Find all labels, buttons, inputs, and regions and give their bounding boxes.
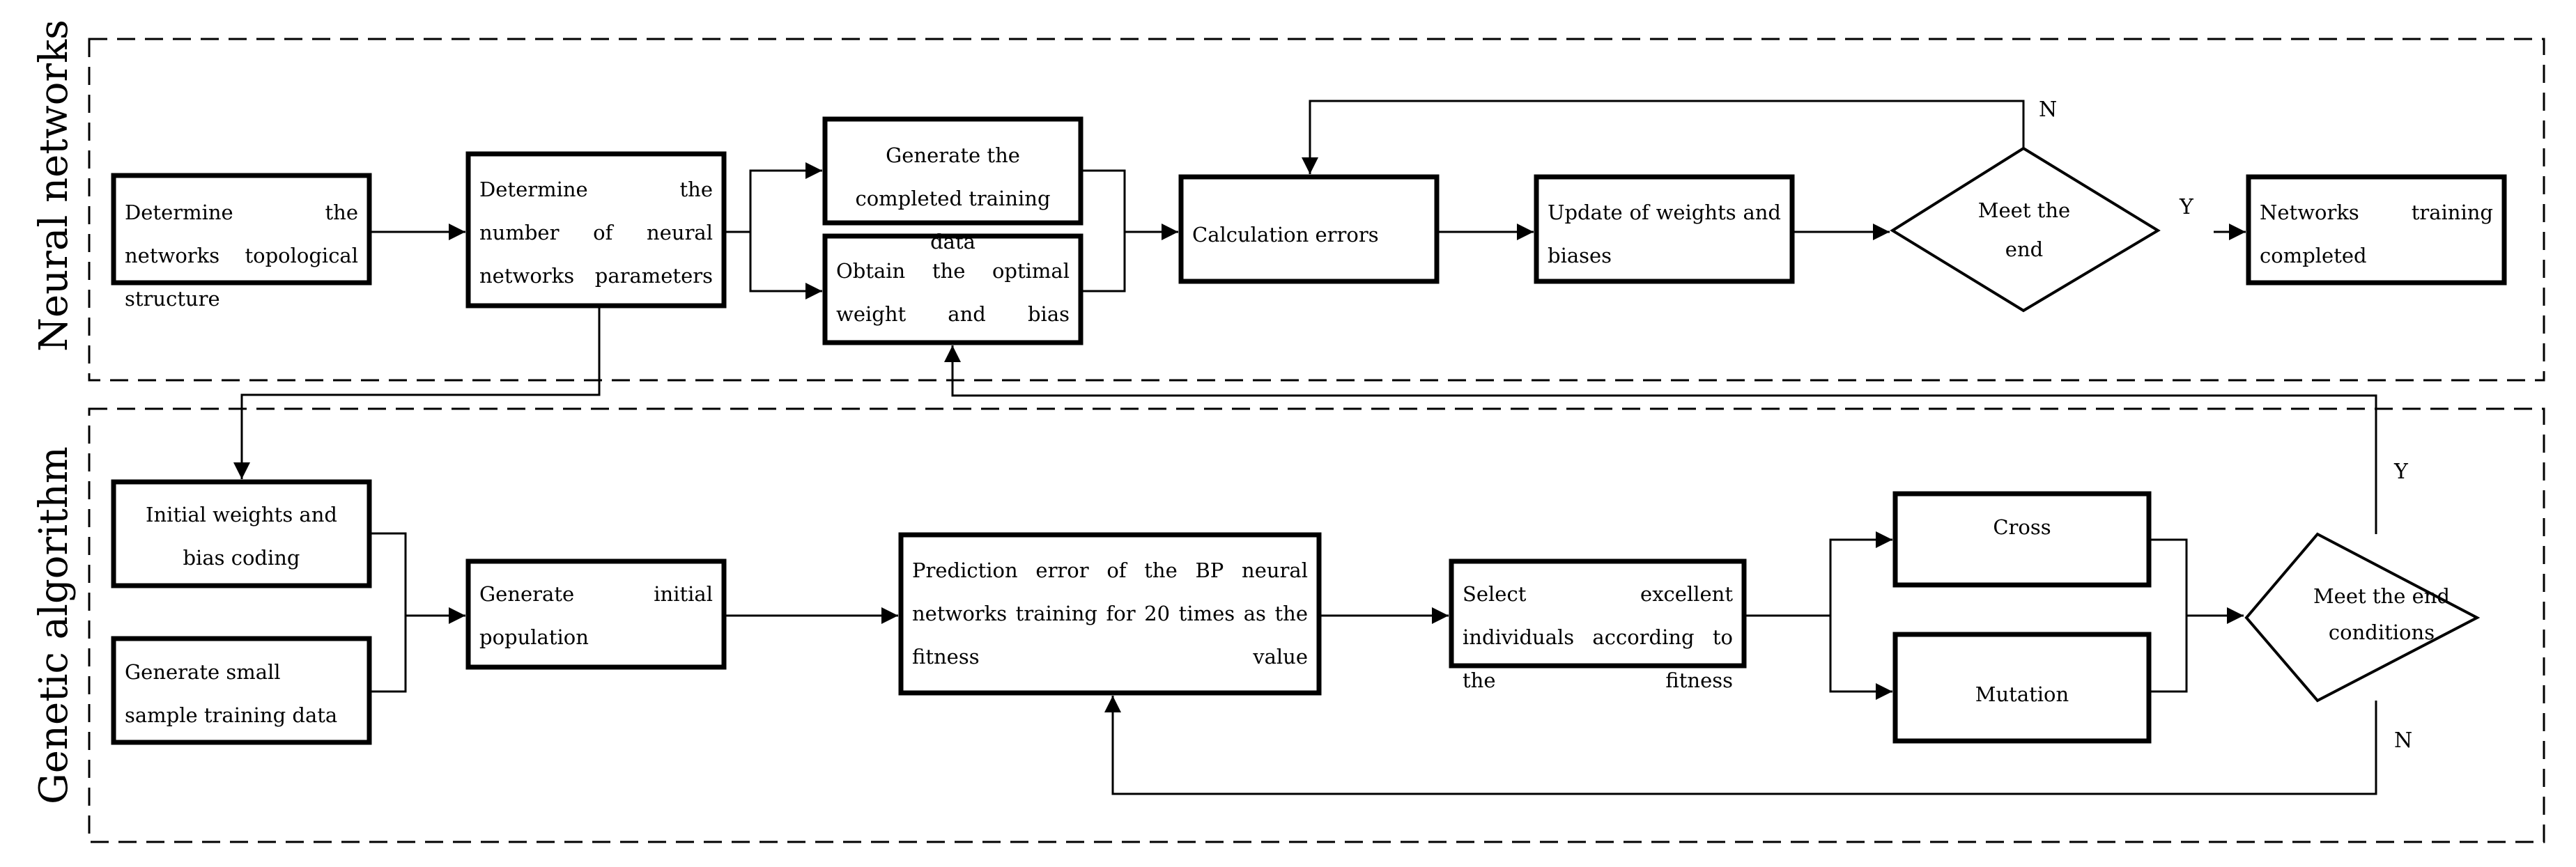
num-params-text: Determine the number of neural networks … xyxy=(479,178,713,288)
edge-label-y-bottom: Y xyxy=(2394,460,2408,484)
small-sample-text: Generate small sample training data xyxy=(125,660,338,727)
loop-n-back-to-prediction xyxy=(1104,696,2377,795)
merge-coding-sample xyxy=(369,532,407,693)
meet-end-diamond xyxy=(1890,146,2161,313)
obtain-optimal-box xyxy=(822,233,1083,345)
neural-networks-region xyxy=(88,38,2545,382)
topology-box xyxy=(111,173,372,286)
training-completed-box xyxy=(2246,174,2507,286)
prediction-error-box xyxy=(898,532,1322,696)
cross-text: Cross xyxy=(1993,515,2051,539)
gen-population-text: Generate initial population xyxy=(479,582,713,649)
edge-label-y-top: Y xyxy=(2180,195,2193,219)
calc-errors-box xyxy=(1178,174,1440,284)
genetic-algorithm-region-label: Genetic algorithm xyxy=(31,446,77,804)
mutation-text: Mutation xyxy=(1975,682,2069,706)
meet-end-conditions-diamond xyxy=(2244,532,2481,703)
fork-params-to-generate xyxy=(724,162,822,233)
cross-box xyxy=(1892,491,2152,588)
small-sample-box xyxy=(111,636,372,745)
mutation-box xyxy=(1892,632,2152,744)
gen-completed-text: Generate the completed training data xyxy=(855,143,1051,253)
gen-population-box xyxy=(465,559,727,670)
update-weights-text: Update of weights and biases xyxy=(1548,201,1781,267)
loop-n-back-to-calc xyxy=(1302,100,2025,174)
gen-completed-box xyxy=(822,116,1083,226)
edge-label-n-bottom: N xyxy=(2394,728,2413,753)
prediction-error-text: Prediction error of the BP neural networ… xyxy=(912,559,1308,669)
num-params-box xyxy=(465,151,727,308)
merge-cross-mutation xyxy=(2149,538,2188,693)
arrow-params-to-initial-coding xyxy=(233,306,601,479)
calc-errors-text: Calculation errors xyxy=(1192,223,1379,247)
loop-y-to-obtain-optimal xyxy=(944,345,2377,534)
initial-coding-text: Initial weights and bias coding xyxy=(146,503,337,570)
meet-end-conditions-text: Meet the end conditions xyxy=(2313,584,2450,644)
merge-generate-to-calc xyxy=(1081,169,1126,292)
edge-label-n-top: N xyxy=(2039,97,2058,122)
update-weights-box xyxy=(1534,174,1795,284)
neural-networks-region-label: Neural networks xyxy=(31,19,77,352)
meet-end-text: Meet the end xyxy=(1977,198,2071,261)
fork-select-to-cross xyxy=(1744,531,1892,617)
fork-params-to-obtain xyxy=(749,232,822,299)
initial-coding-box xyxy=(111,479,372,588)
genetic-algorithm-region xyxy=(88,407,2545,843)
topology-text: Determine the networks topological struc… xyxy=(125,201,358,311)
select-individuals-box xyxy=(1449,559,1747,669)
fork-select-to-mutation xyxy=(1829,616,1892,700)
obtain-optimal-text: Obtain the optimal weight and bias xyxy=(836,259,1070,326)
select-individuals-text: Select excellent individuals according t… xyxy=(1463,582,1733,692)
training-completed-text: Networks training completed xyxy=(2260,201,2493,267)
